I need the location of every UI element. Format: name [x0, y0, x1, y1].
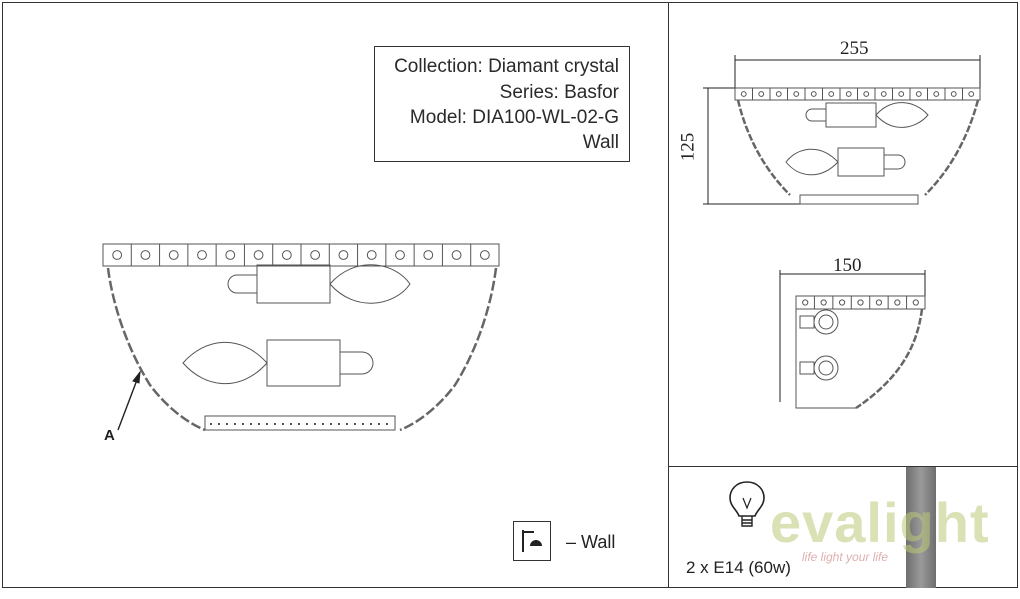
- width-dimension: 255: [840, 38, 869, 59]
- watermark-tagline: life light your life: [802, 550, 889, 564]
- side-elevation-drawing: [703, 55, 981, 410]
- bulb-spec: 2 x E14 (60w): [686, 558, 791, 577]
- watermark-pole: [906, 467, 936, 588]
- callout-label: A: [104, 427, 115, 444]
- watermark-brand: evalight: [770, 491, 990, 554]
- height-dimension: 125: [677, 132, 699, 162]
- front-view-drawing: [102, 243, 500, 432]
- drawing-frame: [2, 2, 1018, 588]
- series-text: Series: Basfor: [499, 82, 619, 103]
- depth-dimension: 150: [833, 255, 862, 276]
- wall-mount-icon: [513, 521, 551, 561]
- light-bulb-icon: [729, 481, 765, 527]
- mount-label: – Wall: [566, 532, 616, 552]
- bottom-panel-divider: [668, 466, 1018, 467]
- right-panel-divider: [668, 2, 669, 588]
- model-text: Model: DIA100-WL-02-G: [409, 107, 619, 128]
- info-box: Collection: Diamant crystal Series: Basf…: [374, 46, 630, 162]
- collection-text: Collection: Diamant crystal: [394, 56, 619, 77]
- type-text: Wall: [582, 132, 619, 153]
